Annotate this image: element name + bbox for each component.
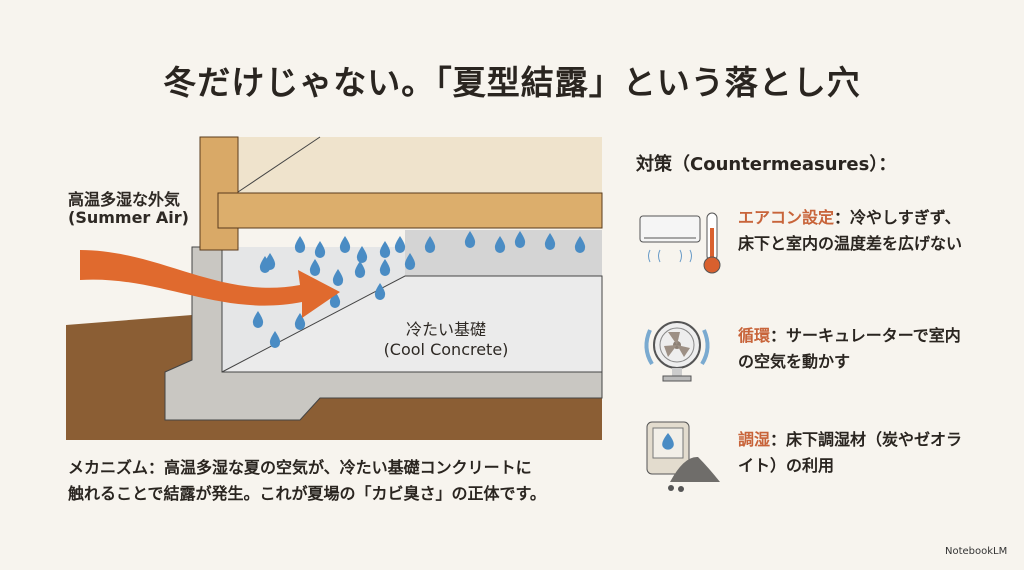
water-droplet [404, 253, 416, 270]
water-droplet [269, 331, 281, 348]
water-droplet [374, 283, 386, 300]
countermeasures-heading: 対策（Countermeasures）： [636, 154, 897, 175]
countermeasure-humidity: 調湿：床下調湿材（炭やゼオライト）の利用 [738, 427, 968, 479]
water-droplet [394, 236, 406, 253]
water-droplet [494, 236, 506, 253]
summer-air-label-jp: 高温多湿な外気 [68, 190, 181, 209]
water-droplet [356, 246, 368, 263]
water-droplet [294, 236, 306, 253]
foundation-diagram [66, 136, 603, 440]
room-interior [238, 137, 602, 195]
item-text: ：サーキュレーターで室内の空気を動かす [738, 326, 961, 371]
summer-air-arrow [80, 250, 340, 318]
caption-line-1: メカニズム：高温多湿な夏の空気が、冷たい基礎コンクリートに [68, 458, 532, 477]
ground [66, 315, 602, 440]
circulator-fan-icon [644, 321, 710, 382]
item-text: ：床下調湿材（炭やゼオライト）の利用 [738, 430, 963, 475]
item-text: ：冷やしすぎず、床下と室内の温度差を広げない [738, 208, 963, 253]
countermeasure-aircon: エアコン設定：冷やしすぎず、床下と室内の温度差を広げない [738, 205, 968, 257]
air-conditioner-thermometer-icon [639, 212, 721, 274]
item-key: 調湿 [738, 430, 771, 449]
page-title: 冬だけじゃない。「夏型結露」という落とし穴 [163, 63, 861, 102]
water-droplet [332, 269, 344, 286]
cool-concrete-label-en: (Cool Concrete) [383, 340, 509, 359]
water-droplet [379, 241, 391, 258]
water-droplet [314, 241, 326, 258]
dehumidifier-charcoal-icon [646, 421, 720, 492]
water-droplet [252, 311, 264, 328]
water-droplet [464, 231, 476, 248]
water-droplet [339, 236, 351, 253]
cool-concrete-label-jp: 冷たい基礎 [405, 320, 486, 339]
summer-air-label-en: (Summer Air) [68, 208, 189, 227]
water-droplet [259, 256, 271, 273]
caption-line-2: 触れることで結露が発生。これが夏場の「カビ臭さ」の正体です。 [68, 484, 546, 503]
water-droplet [309, 259, 321, 276]
wood-beam [217, 192, 603, 229]
water-droplet [379, 259, 391, 276]
concrete-foundation [164, 246, 603, 421]
water-droplet [514, 231, 526, 248]
water-droplet [574, 236, 586, 253]
countermeasure-circulation: 循環：サーキュレーターで室内の空気を動かす [738, 323, 968, 375]
notebooklm-brand: NotebookLM [945, 546, 1008, 557]
water-droplet [354, 261, 366, 278]
item-key: 循環 [738, 326, 771, 345]
item-key: エアコン設定 [738, 208, 835, 227]
water-droplet [424, 236, 436, 253]
back-wall [405, 230, 602, 276]
water-droplet [544, 233, 556, 250]
mechanism-caption: メカニズム：高温多湿な夏の空気が、冷たい基礎コンクリートに 触れることで結露が発… [68, 455, 546, 507]
condensation-droplets [252, 231, 586, 348]
